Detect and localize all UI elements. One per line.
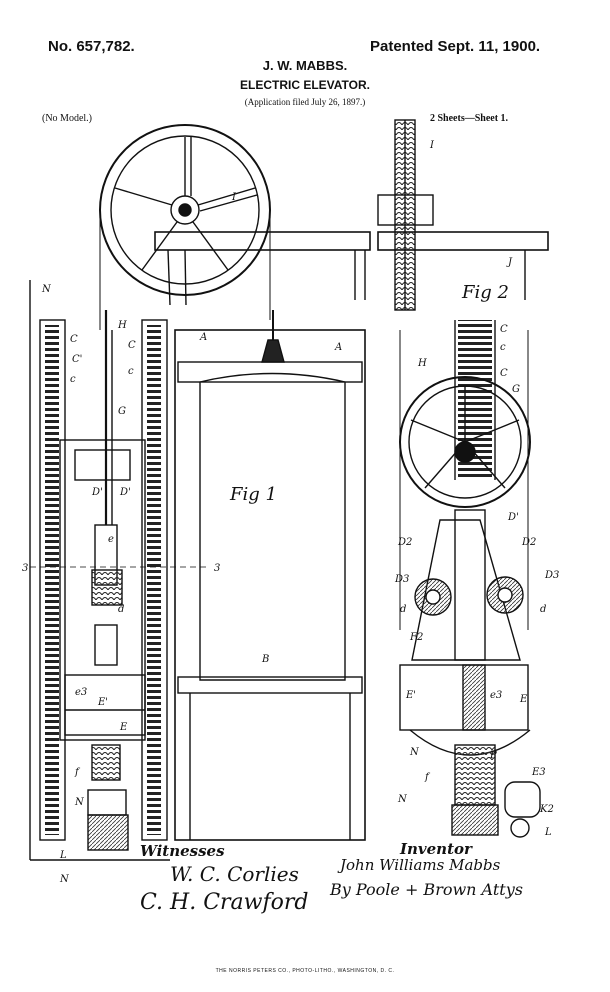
printer-credit: THE NORRIS PETERS CO., PHOTO-LITHO., WAS… xyxy=(215,968,395,974)
patent-number: No. 657,782. xyxy=(48,38,135,55)
ref-N-bottom: N xyxy=(74,797,85,808)
ref-f-right: f xyxy=(424,772,431,783)
ref-N-fig2: N xyxy=(409,747,420,758)
ref-c-mid: c xyxy=(128,366,134,377)
attorneys-signature: By Poole + Brown Attys xyxy=(330,880,523,899)
ref-D2-left: D2 xyxy=(397,537,412,548)
ref-A-left: A xyxy=(199,332,207,343)
ref-H-right: H xyxy=(417,358,427,369)
ref-C-prime-left: C' xyxy=(72,354,82,365)
ref-L-left: L xyxy=(59,850,67,861)
ref-G-right: G xyxy=(512,384,520,395)
ref-N-foot: N xyxy=(59,874,70,885)
ref-d-fig2-left: d xyxy=(400,604,406,615)
ref-E-right: E xyxy=(519,694,528,705)
inventor-label: Inventor xyxy=(400,840,472,858)
ref-P: P xyxy=(489,750,497,761)
no-model-note: (No Model.) xyxy=(42,113,92,124)
ref-E3: E3 xyxy=(531,767,546,778)
fig-2-label: Fig 2 xyxy=(461,282,509,303)
ref-e-left: e xyxy=(108,534,114,545)
ref-C-left: C xyxy=(70,334,78,345)
ref-L-right: L xyxy=(544,827,552,838)
ref-D3-right: D3 xyxy=(544,570,559,581)
witness-1-signature: W. C. Corlies xyxy=(170,862,299,886)
sheet-count: 2 Sheets—Sheet 1. xyxy=(430,113,509,124)
ref-E-prime-left: E' xyxy=(97,697,108,708)
ref-H-left: H xyxy=(117,320,127,331)
inventor-header: J. W. MABBS. xyxy=(262,58,348,73)
ref-I-left: I xyxy=(231,192,237,203)
ref-C-right2: C xyxy=(500,368,508,379)
ref-K2: K2 xyxy=(539,804,554,815)
ref-C-mid: C xyxy=(128,340,136,351)
ref-G-left: G xyxy=(118,406,126,417)
ref-A-right: A xyxy=(334,342,342,353)
ref-D1-right: D' xyxy=(507,512,519,523)
application-date: (Application filed July 26, 1897.) xyxy=(244,97,366,107)
ref-D1-left2: D' xyxy=(119,487,131,498)
ref-c-left: c xyxy=(70,374,76,385)
ref-F2: F2 xyxy=(409,632,423,643)
patent-title: ELECTRIC ELEVATOR. xyxy=(239,78,370,92)
ref-section-3-right: 3 xyxy=(214,563,220,574)
ref-D1-left: D' xyxy=(91,487,103,498)
witnesses-label: Witnesses xyxy=(140,842,225,860)
ref-C-right: C xyxy=(500,324,508,335)
ref-d-fig2-right: d xyxy=(540,604,546,615)
ref-N-top: N xyxy=(41,284,52,295)
patent-date: Patented Sept. 11, 1900. xyxy=(370,38,541,55)
fig-1-label: Fig 1 xyxy=(229,484,277,505)
ref-e3-right: e3 xyxy=(490,690,502,701)
inventor-signature: John Williams Mabbs xyxy=(340,856,501,874)
ref-N-fig2-b: N xyxy=(397,794,408,805)
ref-c-right: c xyxy=(500,342,506,353)
witness-2-signature: C. H. Crawford xyxy=(140,890,309,915)
ref-J: J xyxy=(506,257,513,268)
ref-section-3-left: 3 xyxy=(22,563,28,574)
ref-D2-right: D2 xyxy=(521,537,536,548)
ref-e3-left: e3 xyxy=(75,687,87,698)
ref-E-prime-right: E' xyxy=(405,690,416,701)
ref-I-right: I xyxy=(429,140,435,151)
ref-B: B xyxy=(261,654,269,665)
ref-D3-left: D3 xyxy=(394,574,409,585)
ref-f-left: f xyxy=(74,767,81,778)
ref-d-left: d xyxy=(118,604,124,615)
ref-E-left: E xyxy=(119,722,128,733)
